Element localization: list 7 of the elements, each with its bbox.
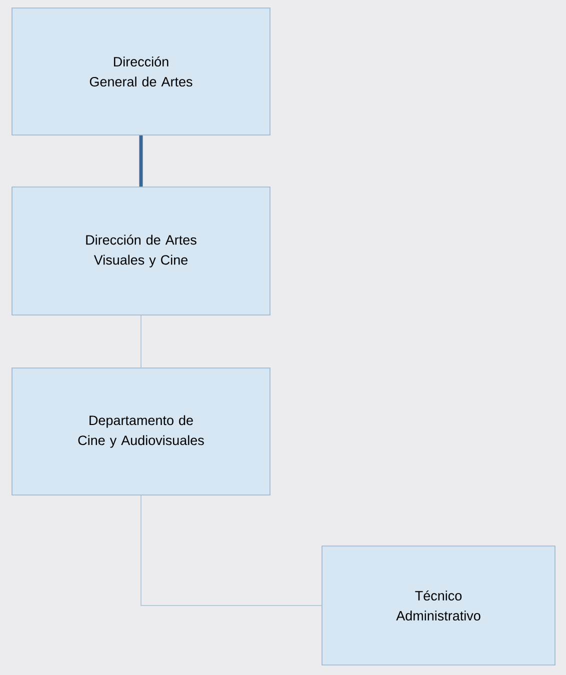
org-box: Técnico Administrativo: [322, 546, 556, 666]
org-box: Dirección de Artes Visuales y Cine: [12, 186, 270, 316]
connector-line: [139, 135, 143, 187]
org-box: Dirección General de Artes: [12, 8, 270, 136]
org-box: Departamento de Cine y Audiovisuales: [12, 368, 270, 496]
connector-line: [140, 495, 322, 606]
connector-line: [140, 315, 142, 368]
